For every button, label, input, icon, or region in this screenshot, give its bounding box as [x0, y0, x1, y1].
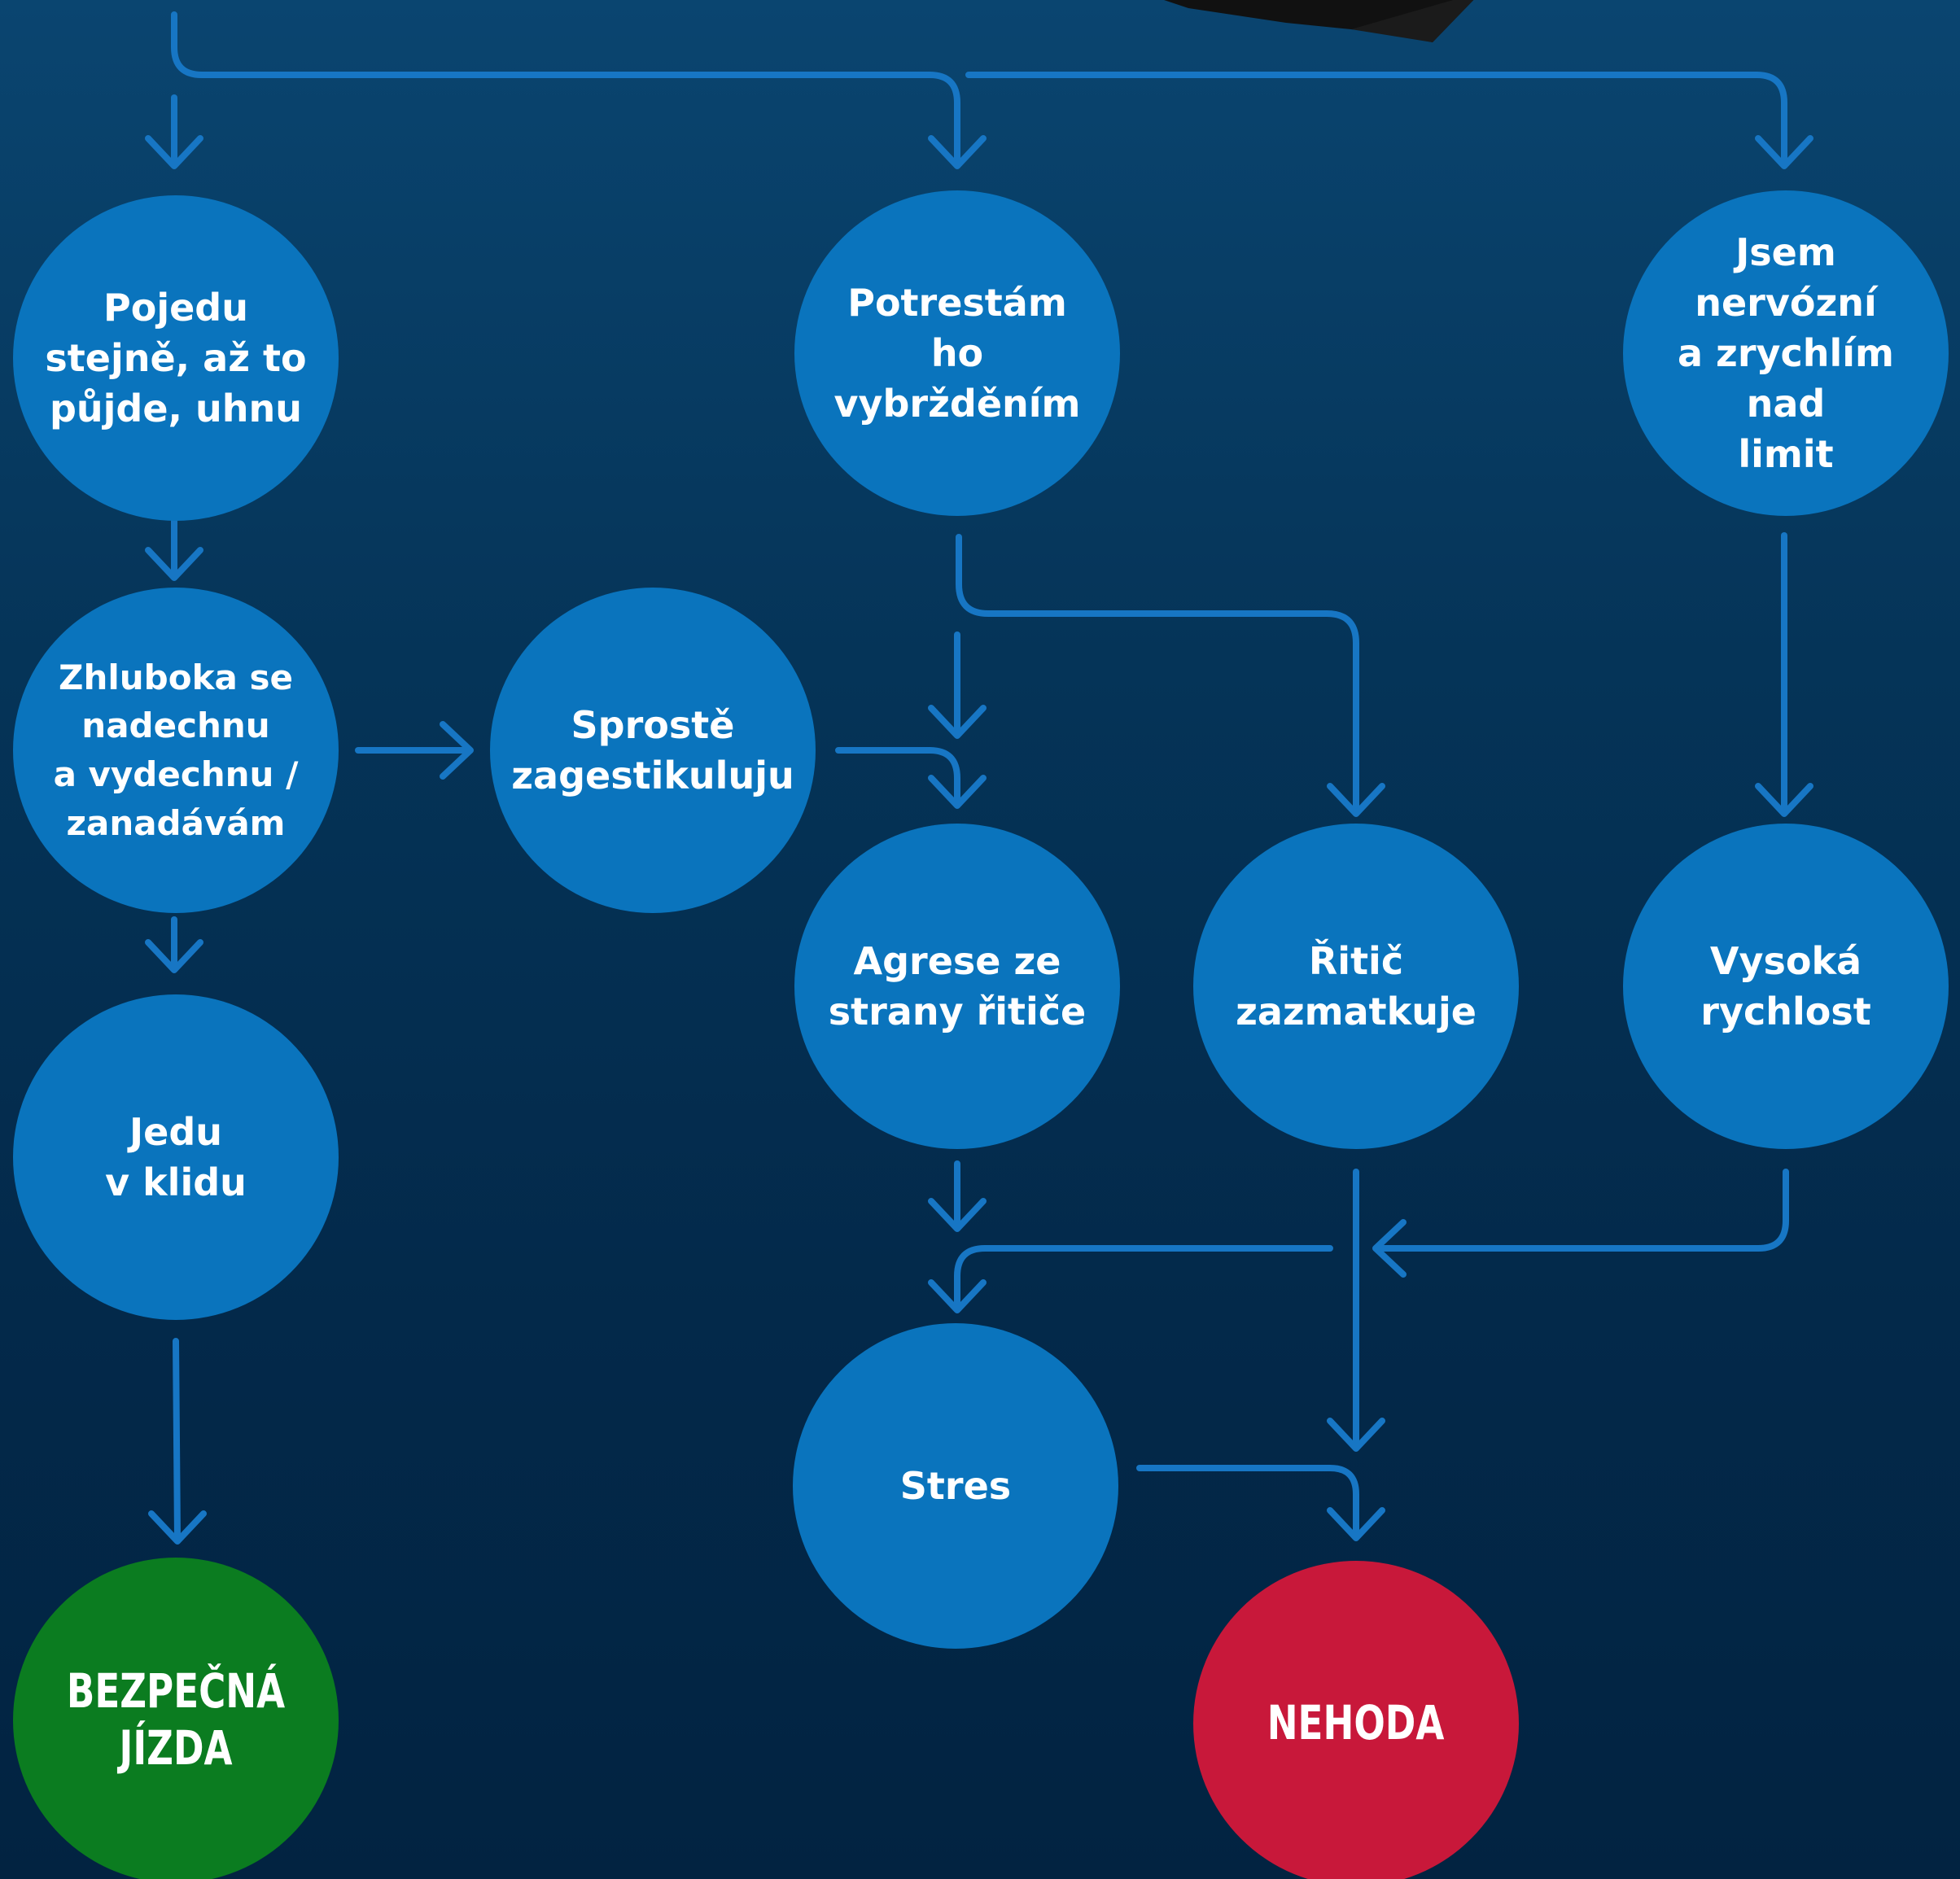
node-pojedu: Pojedu stejně, až to půjde, uhnu [13, 195, 339, 521]
node-potrestam: Potrestám ho vybržděním [794, 190, 1120, 516]
arrow-potrestam-to-ritic [956, 534, 1359, 814]
node-jsem-nervozni: Jsem nervózní a zrychlím nad limit [1623, 190, 1949, 516]
node-pojedu-label: Pojedu stejně, až to půjde, uhnu [45, 285, 307, 431]
node-stres-label: Stres [899, 1463, 1012, 1508]
node-agrese-label: Agrese ze strany řitiče [828, 938, 1087, 1033]
arrow-stres-to-nehoda [1136, 1465, 1359, 1538]
top-branch-line [171, 11, 960, 166]
node-zhluboka-label: Zhluboka se nadechnu a vydechnu / zanadá… [53, 657, 299, 843]
node-vysoka-rychlost-label: Vysoká rychlost [1700, 938, 1871, 1033]
node-jedu-v-klidu: Jedu v klidu [13, 994, 339, 1320]
node-bezpecna-jizda: BEZPEČNÁ JÍZDA [13, 1558, 339, 1879]
node-jsem-nervozni-label: Jsem nervózní a zrychlím nad limit [1678, 229, 1894, 477]
node-stres: Stres [793, 1323, 1118, 1649]
node-nehoda: NEHODA [1193, 1561, 1519, 1879]
node-bezpecna-jizda-label: BEZPEČNÁ JÍZDA [66, 1663, 286, 1776]
node-ritic-zazmatkuje-label: Řitič zazmatkuje [1236, 938, 1477, 1033]
node-sproste-label: Sprostě zagestikuluju [511, 702, 794, 797]
arrow-sproste-to-agrese [835, 747, 960, 806]
node-zhluboka: Zhluboka se nadechnu a vydechnu / zanadá… [13, 588, 339, 913]
node-nehoda-label: NEHODA [1267, 1695, 1445, 1751]
photo-edge-decoration [1164, 0, 1474, 42]
node-sproste: Sprostě zagestikuluju [490, 588, 816, 913]
arrow-jedu-to-safe [173, 1338, 181, 1541]
node-vysoka-rychlost: Vysoká rychlost [1623, 824, 1949, 1149]
arrowheads [145, 135, 1813, 1545]
arrow-vysoka-to-merge [1376, 1169, 1789, 1252]
top-branch-line-right [965, 72, 1787, 166]
node-ritic-zazmatkuje: Řitič zazmatkuje [1193, 824, 1519, 1149]
node-agrese: Agrese ze strany řitiče [794, 824, 1120, 1149]
merge-to-stres [954, 1245, 1333, 1310]
node-jedu-v-klidu-label: Jedu v klidu [105, 1109, 247, 1204]
node-potrestam-label: Potrestám ho vybržděním [833, 280, 1081, 426]
